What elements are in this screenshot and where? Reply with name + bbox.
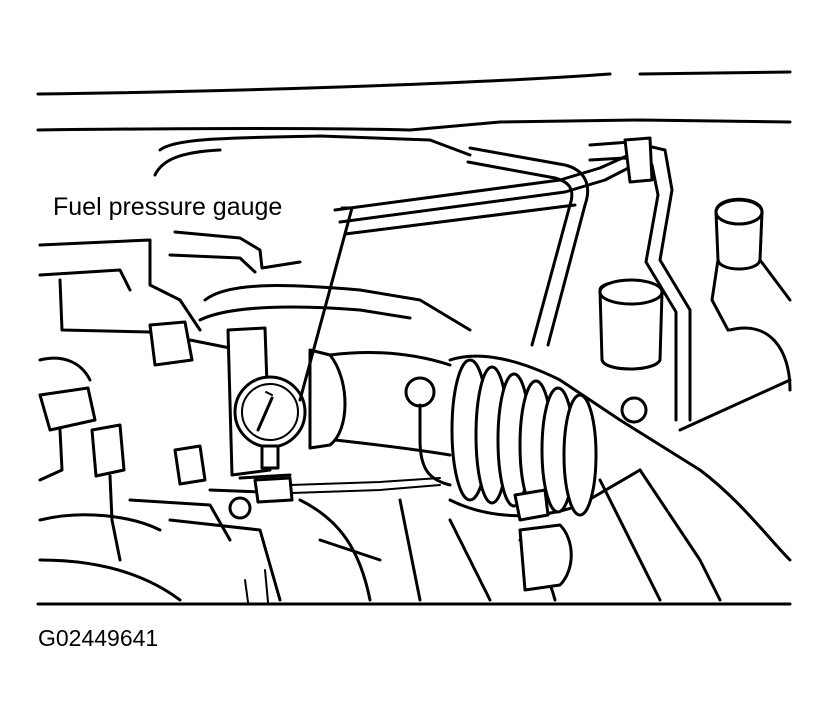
hood-edge-lines: [36, 70, 792, 132]
fuel-lines: [153, 134, 692, 422]
upper-left-components: [38, 230, 472, 367]
figure-id: G02449641: [38, 625, 159, 651]
fuel-pressure-gauge: [233, 375, 307, 480]
lower-center-components: [298, 498, 573, 602]
lower-left-components: [38, 356, 282, 603]
gauge-hose: [208, 476, 441, 520]
fuel-pressure-gauge-label: Fuel pressure gauge: [50, 192, 286, 222]
right-side-components: [598, 197, 792, 602]
intake-duct: [404, 354, 702, 522]
callout-leader-line: [298, 206, 354, 402]
